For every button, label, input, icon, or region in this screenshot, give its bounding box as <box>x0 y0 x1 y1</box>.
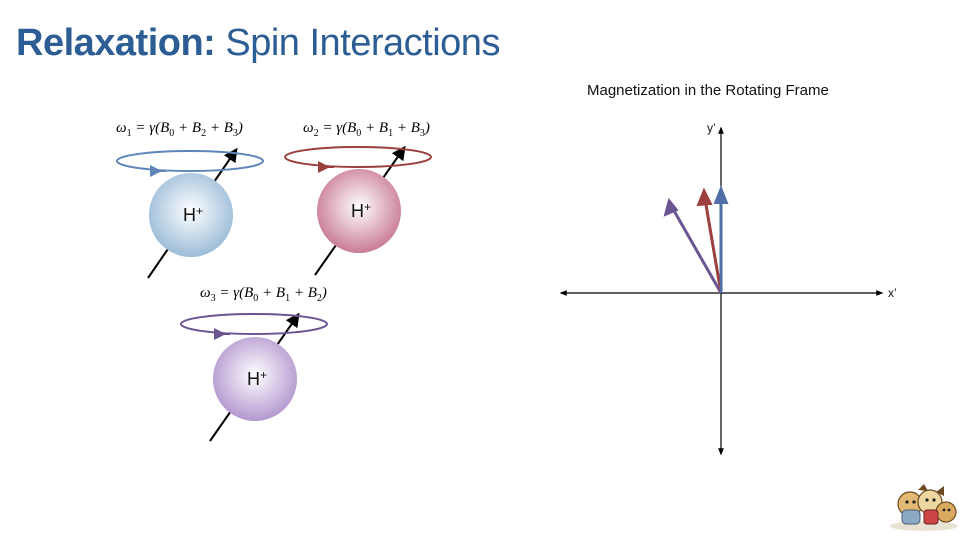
slide-title-rest: Spin Interactions <box>215 22 500 64</box>
spin-1-precession-ring <box>116 150 264 172</box>
spin-2-label: H+ <box>351 200 371 221</box>
spin-3-label: H+ <box>247 368 267 389</box>
spin-1-label: H+ <box>183 204 203 225</box>
spin-3: H+ <box>180 312 328 442</box>
magnetization-vector-red <box>702 192 723 294</box>
magnetization-vector-blue-head <box>713 185 729 204</box>
slide-title: Relaxation: Spin Interactions <box>16 22 500 65</box>
spin-1: H+ <box>116 147 264 279</box>
y-axis-label: y’ <box>707 121 716 135</box>
magnetization-vectors <box>663 185 729 294</box>
slide-title-bold: Relaxation: <box>16 22 216 64</box>
spin-3-sphere <box>213 337 297 421</box>
x-axis-label: x’ <box>888 286 897 300</box>
spin-2-sphere <box>317 169 401 253</box>
omega-2-equation: ω2 = γ(B0 + B1 + B3) <box>303 120 430 139</box>
spin-2-precession-ring <box>284 146 432 168</box>
magnetization-vector-purple-head <box>663 197 679 217</box>
spin-2: H+ <box>284 145 432 276</box>
cartoon-logo <box>890 484 958 531</box>
omega-3-equation: ω3 = γ(B0 + B1 + B2) <box>200 285 327 304</box>
omega-1-equation: ω1 = γ(B0 + B2 + B3) <box>116 120 243 139</box>
spin-3-precession-ring <box>180 313 328 335</box>
spin-1-sphere <box>149 173 233 257</box>
rotating-frame-title: Magnetization in the Rotating Frame <box>587 82 829 99</box>
magnetization-vector-purple <box>667 201 723 294</box>
magnetization-vector-red-head <box>696 187 713 207</box>
